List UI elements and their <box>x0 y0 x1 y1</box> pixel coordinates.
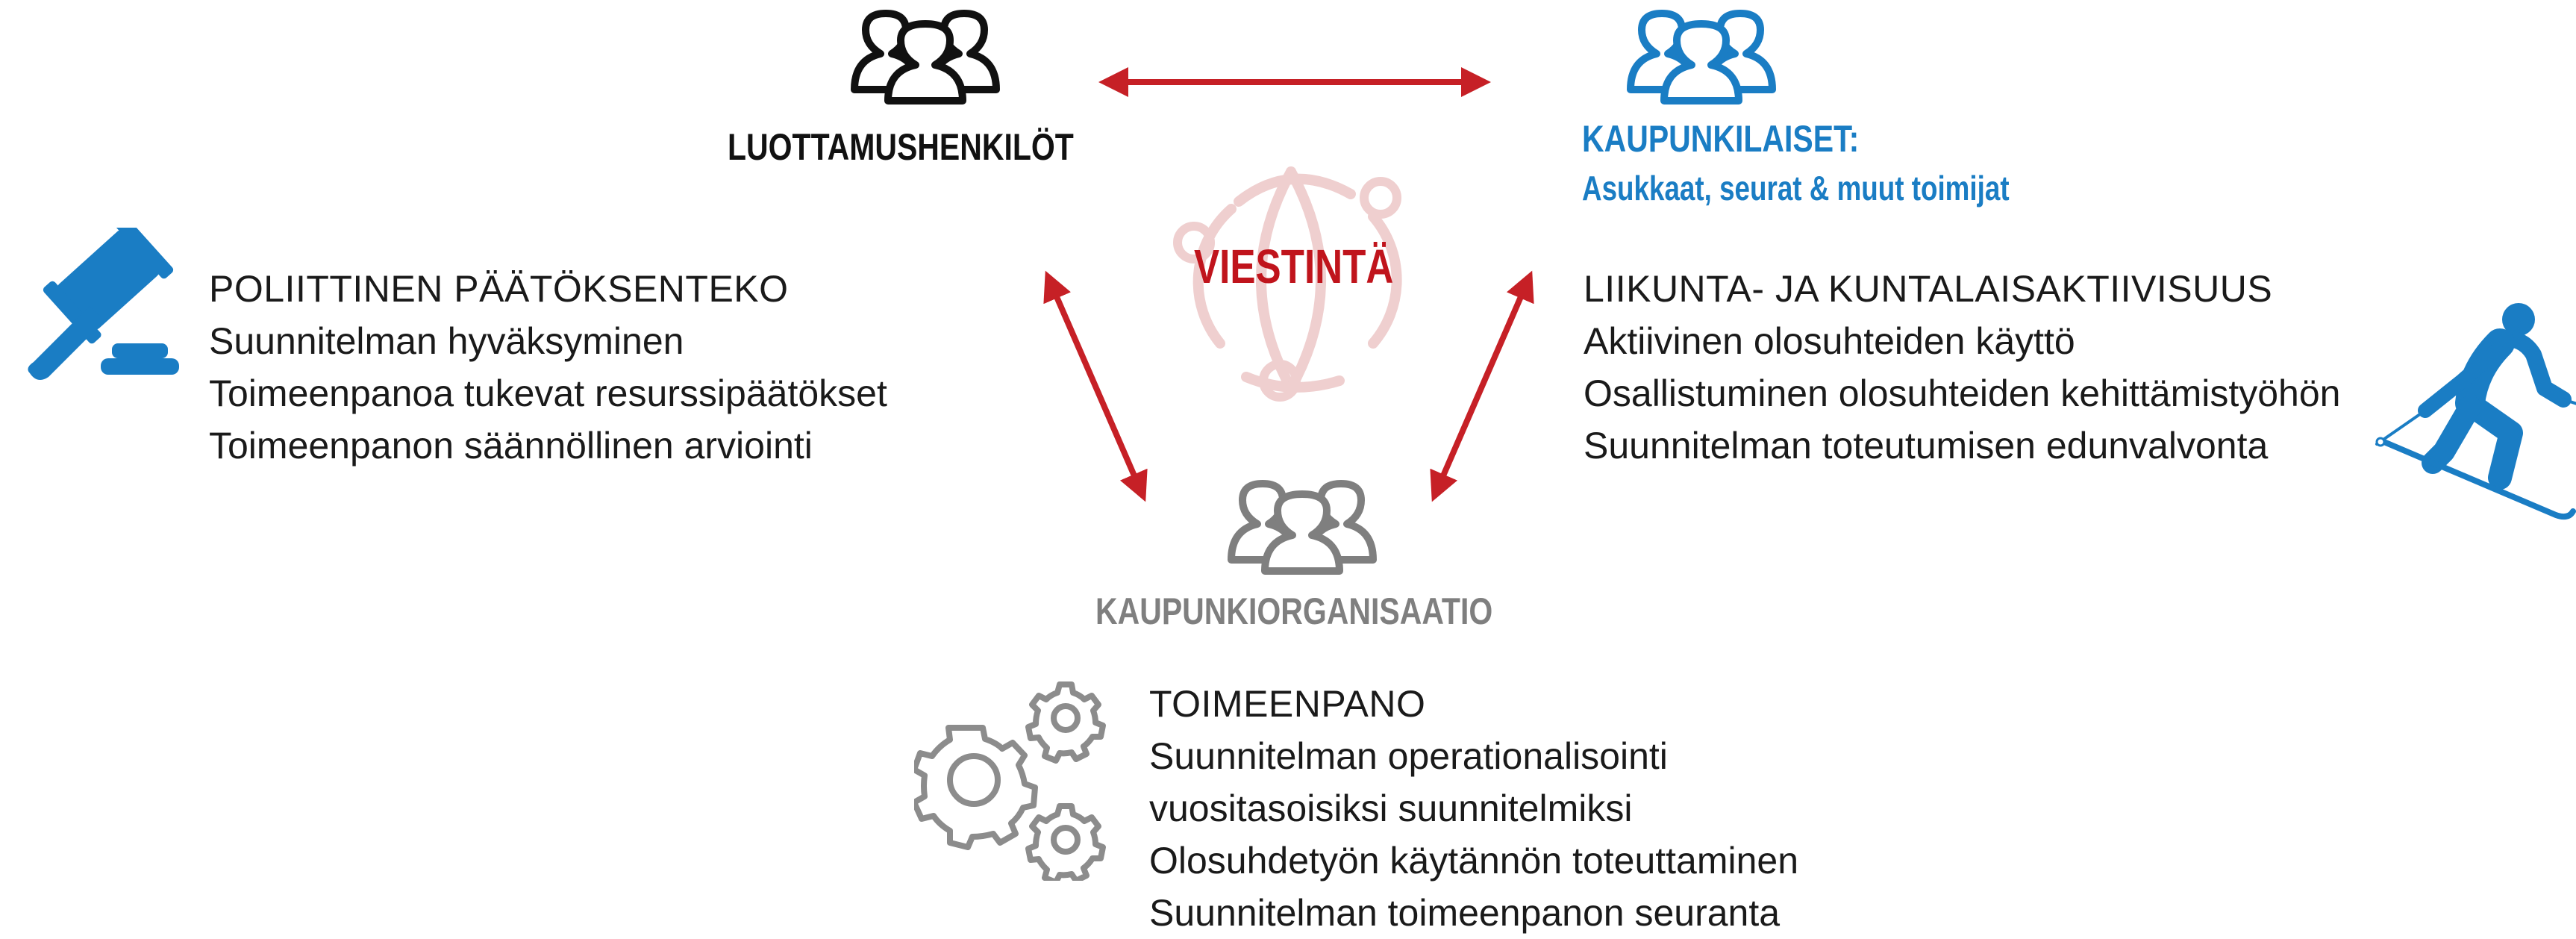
political-line-2: Toimeenpanoa tukevat resurssipäätökset <box>209 372 887 414</box>
organization-label: KAUPUNKIORGANISAATIO <box>1095 590 1493 632</box>
activity-block: LIIKUNTA- JA KUNTALAISAKTIIVISUUS Aktiiv… <box>1584 263 2340 472</box>
implementation-line-2: vuositasoisiksi suunnitelmiksi <box>1149 787 1633 829</box>
activity-line-3: Suunnitelman toteutumisen edunvalvonta <box>1584 425 2269 467</box>
people-group-icon <box>1228 480 1377 575</box>
globe-network-icon <box>1173 166 1402 402</box>
gears-icon <box>914 681 1106 881</box>
officials-label: LUOTTAMUSHENKILÖT <box>728 126 1074 168</box>
arrow-officials-organization <box>1043 270 1148 502</box>
implementation-line-3: Olosuhdetyön käytännön toteuttaminen <box>1149 840 1799 882</box>
people-group-icon <box>851 10 1000 104</box>
political-heading: POLIITTINEN PÄÄTÖKSENTEKO <box>209 268 789 310</box>
citizens-sublabel: Asukkaat, seurat & muut toimijat <box>1582 169 2010 208</box>
activity-heading: LIIKUNTA- JA KUNTALAISAKTIIVISUUS <box>1584 268 2273 310</box>
center-label: VIESTINTÄ <box>1194 240 1394 293</box>
center-communication <box>1149 157 1433 403</box>
skier-icon <box>2375 303 2576 520</box>
activity-line-2: Osallistuminen olosuhteiden kehittämisty… <box>1584 372 2341 414</box>
political-line-3: Toimeenpanon säännöllinen arviointi <box>209 425 813 467</box>
implementation-heading: TOIMEENPANO <box>1149 683 1426 725</box>
implementation-line-1: Suunnitelman operationalisointi <box>1149 735 1668 777</box>
implementation-line-4: Suunnitelman toimeenpanon seuranta <box>1149 892 1781 934</box>
people-group-icon <box>1627 10 1776 104</box>
arrow-citizens-organization <box>1430 270 1534 502</box>
gavel-icon <box>28 228 179 380</box>
activity-line-1: Aktiivinen olosuhteiden käyttö <box>1584 320 2075 362</box>
implementation-block: TOIMEENPANO Suunnitelman operationalisoi… <box>1149 678 1798 939</box>
citizens-label: KAUPUNKILAISET: <box>1582 118 1860 160</box>
political-block: POLIITTINEN PÄÄTÖKSENTEKO Suunnitelman h… <box>209 263 887 472</box>
political-line-1: Suunnitelman hyväksyminen <box>209 320 684 362</box>
